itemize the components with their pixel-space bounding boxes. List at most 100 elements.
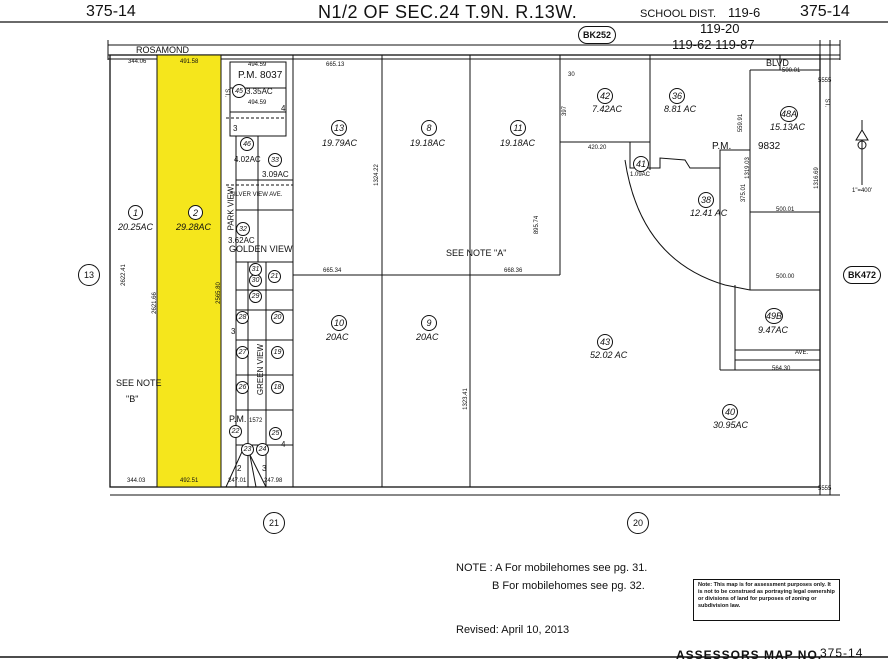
lot-18[interactable]: 18 — [271, 381, 284, 394]
lot-23[interactable]: 23 — [241, 443, 254, 456]
dim-665-34: 665.34 — [323, 268, 342, 274]
parcel-number-10[interactable]: 10 — [331, 315, 347, 331]
note-b-line: B For mobilehomes see pg. 32. — [492, 580, 645, 592]
school-dist-code-1: 119-6 — [728, 5, 761, 20]
dim-559-91: 559.91 — [738, 113, 745, 133]
lot-28[interactable]: 28 — [236, 311, 249, 324]
disclaimer-box: Note: This map is for assessment purpose… — [693, 579, 840, 621]
parcel-number-9[interactable]: 9 — [421, 315, 437, 331]
lot-25[interactable]: 25 — [269, 427, 282, 440]
map-number-left: 375-14 — [86, 3, 136, 20]
lot-24[interactable]: 24 — [256, 443, 269, 456]
dim-344-06: 344.06 — [128, 59, 147, 65]
parcel-number-13[interactable]: 13 — [331, 120, 347, 136]
see-note-b-line1: SEE NOTE — [116, 378, 162, 388]
parcel-acres-43: 52.02 AC — [590, 350, 628, 360]
lot-4-top: 4 — [281, 104, 286, 113]
parcel-number-40[interactable]: 40 — [722, 404, 738, 420]
dim-564-30: 564.30 — [772, 366, 791, 372]
parcel-number-46[interactable]: 46 — [240, 137, 254, 151]
street-avenue: AVE. — [795, 350, 809, 356]
parcel-number-48a[interactable]: 48A — [780, 106, 798, 122]
dim-30: 30 — [568, 72, 575, 78]
adjoining-map-west[interactable]: 13 — [78, 264, 100, 286]
parcel-acres-2: 29.28AC — [176, 222, 212, 232]
dim-1316-69: 1316.69 — [813, 167, 820, 189]
parcel-acres-41: 1.09AC — [630, 172, 651, 178]
lot-3-bottom: 3 — [262, 464, 267, 473]
dim-500-01-b: 500.01 — [776, 207, 795, 213]
school-dist-code-2: 119-20 — [700, 21, 740, 36]
lot-20[interactable]: 20 — [271, 311, 284, 324]
street-silver-view: SILVER VIEW AVE. — [230, 192, 283, 198]
lot-2-bottom: 2 — [237, 464, 242, 473]
parcel-acres-49b: 9.47AC — [758, 325, 789, 335]
parcel-number-41[interactable]: 41 — [633, 156, 649, 172]
parcel-acres-36: 8.81 AC — [664, 104, 697, 114]
parcel-number-11[interactable]: 11 — [510, 120, 526, 136]
parcel-number-2[interactable]: 2 — [188, 205, 203, 220]
dim-2565-80: 2565.80 — [215, 282, 222, 304]
dim-344-03: 344.03 — [127, 478, 146, 484]
scale-label: 1"=400' — [852, 188, 873, 194]
pm-9832-label-b: 9832 — [758, 141, 781, 152]
dim-375-01: 375.01 — [741, 183, 748, 203]
parcel-acres-9: 20AC — [416, 332, 439, 342]
parcel-number-42[interactable]: 42 — [597, 88, 613, 104]
lot-29[interactable]: 29 — [249, 290, 262, 303]
parcel-acres-11: 19.18AC — [500, 138, 536, 148]
see-note-a: SEE NOTE "A" — [446, 248, 507, 258]
lot-3-mid: 3 — [231, 327, 236, 336]
lot-31[interactable]: 31 — [249, 263, 262, 276]
parcel-number-38[interactable]: 38 — [698, 192, 714, 208]
map-title: N1/2 OF SEC.24 T.9N. R.13W. — [318, 2, 578, 22]
pm-lower-label: P.M. — [229, 414, 247, 424]
adjoining-map-south-right[interactable]: 20 — [627, 512, 649, 534]
parcel-acres-46: 4.02AC — [234, 155, 261, 164]
parcel-number-49b[interactable]: 49B — [765, 308, 783, 324]
parcel-acres-45: 3.35AC — [246, 87, 273, 96]
dim-5555-bottom: 5555 — [818, 486, 832, 492]
pm-8037-label: P.M. 8037 — [238, 70, 283, 81]
lot-27[interactable]: 27 — [236, 346, 249, 359]
parcel-number-8[interactable]: 8 — [421, 120, 437, 136]
dim-500-01-a: 500.01 — [782, 68, 801, 74]
parcel-acres-42: 7.42AC — [592, 104, 623, 114]
dim-494-59-b: 494.59 — [248, 100, 267, 106]
lot-22[interactable]: 22 — [229, 425, 242, 438]
street-park-view: PARK VIEW — [226, 186, 236, 231]
parcel-number-36[interactable]: 36 — [669, 88, 685, 104]
parcel-number-33[interactable]: 33 — [268, 153, 282, 167]
parcel-number-1[interactable]: 1 — [128, 205, 143, 220]
dim-500-00: 500.00 — [776, 274, 795, 280]
dim-5555-top: 5555 — [818, 78, 832, 84]
parcel-acres-48a: 15.13AC — [770, 122, 806, 132]
parcel-number-32[interactable]: 32 — [236, 222, 250, 236]
revised-date: Revised: April 10, 2013 — [456, 624, 570, 636]
book-badge-top[interactable]: BK252 — [578, 26, 616, 44]
dim-665-13: 665.13 — [326, 62, 345, 68]
dim-491-58: 491.58 — [180, 59, 199, 65]
parcel-acres-40: 30.95AC — [713, 420, 749, 430]
lot-21[interactable]: 21 — [268, 270, 281, 283]
street-st-label: ST. — [223, 88, 230, 98]
note-a-line: NOTE : A For mobilehomes see pg. 31. — [456, 562, 648, 574]
dim-247-98: 247.98 — [264, 478, 283, 484]
dim-420-20: 420.20 — [588, 145, 607, 151]
parcel-number-43[interactable]: 43 — [597, 334, 613, 350]
lot-19[interactable]: 19 — [271, 346, 284, 359]
adjoining-map-south-left[interactable]: 21 — [263, 512, 285, 534]
parcel-acres-33: 3.09AC — [262, 170, 289, 179]
book-badge-east[interactable]: BK472 — [843, 266, 881, 284]
dim-492-51: 492.51 — [180, 478, 199, 484]
street-east-st: ST. — [823, 98, 830, 108]
parcel-acres-8: 19.18AC — [410, 138, 446, 148]
dim-397: 397 — [562, 105, 569, 117]
dim-1323-41: 1323.41 — [462, 388, 469, 410]
lot-26[interactable]: 26 — [236, 381, 249, 394]
dim-2622-41: 2622.41 — [120, 264, 127, 286]
parcel-number-45[interactable]: 45 — [232, 84, 246, 98]
parcel-acres-10: 20AC — [326, 332, 349, 342]
